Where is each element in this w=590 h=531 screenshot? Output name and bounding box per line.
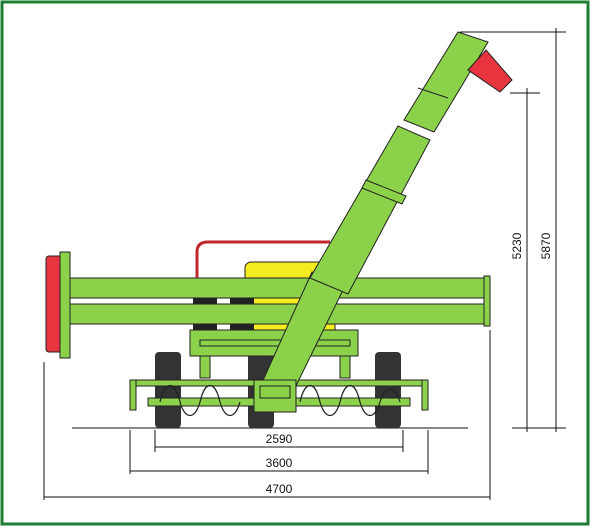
auger-tube-middle bbox=[309, 125, 431, 295]
dim-label-overall-height: 5870 bbox=[539, 232, 553, 259]
auger-tube-collar bbox=[361, 179, 407, 205]
green-end-plate bbox=[59, 251, 71, 359]
header-left-arm bbox=[129, 379, 137, 411]
auger-hopper bbox=[253, 379, 297, 413]
wheel-left bbox=[155, 352, 181, 428]
dim-label-overall-width: 4700 bbox=[266, 482, 293, 496]
beam-lower bbox=[69, 303, 489, 325]
discharge-spout bbox=[467, 49, 513, 93]
beam-upper bbox=[69, 277, 489, 299]
auger-tube-upper bbox=[403, 31, 489, 133]
chassis-leg-right bbox=[339, 355, 351, 379]
auger-spiral bbox=[159, 384, 401, 417]
chassis-leg-left bbox=[199, 355, 211, 379]
auger-hopper-inner bbox=[259, 385, 291, 399]
chassis-cross bbox=[199, 339, 351, 347]
dim-label-wheel-track: 2590 bbox=[266, 432, 293, 446]
auger-tube-seam bbox=[417, 87, 449, 99]
beam-right-end bbox=[483, 275, 491, 327]
dim-label-discharge-height: 5230 bbox=[510, 232, 524, 259]
handrail bbox=[195, 240, 330, 296]
dim-label-transport-width: 3600 bbox=[266, 456, 293, 470]
header-right-arm bbox=[421, 379, 429, 411]
